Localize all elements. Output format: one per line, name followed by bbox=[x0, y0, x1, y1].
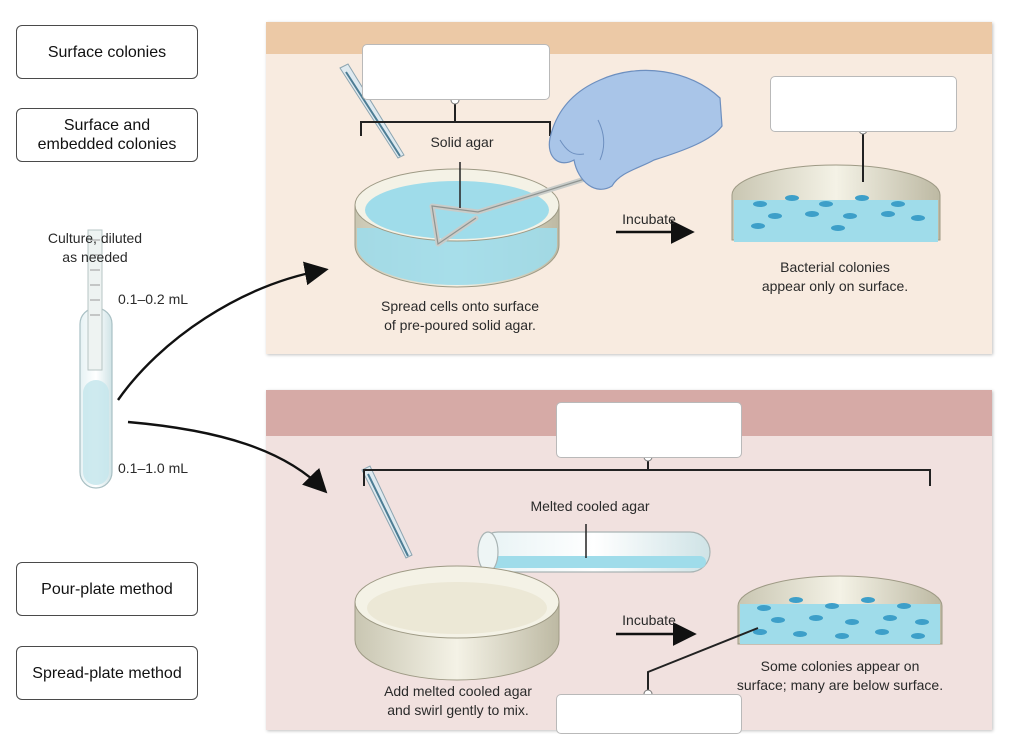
melted-agar-tube bbox=[477, 524, 711, 573]
card-pour-plate-method[interactable]: Pour-plate method bbox=[16, 562, 198, 616]
solid-agar-label: Solid agar bbox=[430, 134, 494, 150]
drop-target-surface-result[interactable] bbox=[770, 76, 957, 132]
drop-target-spread-method[interactable] bbox=[362, 44, 550, 100]
spread-caption: Spread cells onto surface of pre-poured … bbox=[381, 298, 539, 333]
culture-tube-illustration bbox=[79, 229, 113, 489]
surface-result-caption: Bacterial colonies appear only on surfac… bbox=[761, 259, 909, 294]
culture-label: Culture, diluted as needed bbox=[47, 230, 143, 265]
card-surface-colonies[interactable]: Surface colonies bbox=[16, 25, 198, 79]
pipette-bottom bbox=[361, 465, 413, 559]
surface-colonies-dish bbox=[731, 130, 941, 242]
pour-dish-illustration bbox=[354, 565, 560, 681]
arrow-to-pour bbox=[127, 420, 328, 494]
volume-bottom-label: 0.1–1.0 mL bbox=[118, 460, 189, 476]
spread-dish-illustration bbox=[354, 162, 591, 288]
gloved-hand-illustration bbox=[548, 69, 723, 190]
card-surface-and-embedded-colonies[interactable]: Surface and embedded colonies bbox=[16, 108, 198, 162]
melted-agar-label: Melted cooled agar bbox=[530, 498, 650, 514]
embedded-colonies-dish bbox=[647, 575, 943, 694]
arrow-to-spread bbox=[117, 261, 329, 401]
incubate-label-top: Incubate bbox=[622, 211, 676, 227]
pour-caption: Add melted cooled agar and swirl gently … bbox=[384, 683, 532, 718]
card-spread-plate-method[interactable]: Spread-plate method bbox=[16, 646, 198, 700]
pour-plate-panel bbox=[266, 390, 992, 730]
pipette-top bbox=[339, 63, 405, 159]
drop-target-pour-method[interactable] bbox=[556, 402, 742, 458]
drop-target-embedded-result[interactable] bbox=[556, 694, 742, 734]
incubate-label-bottom: Incubate bbox=[622, 612, 676, 628]
volume-top-label: 0.1–0.2 mL bbox=[118, 291, 189, 307]
embedded-result-caption: Some colonies appear on surface; many ar… bbox=[736, 658, 944, 693]
